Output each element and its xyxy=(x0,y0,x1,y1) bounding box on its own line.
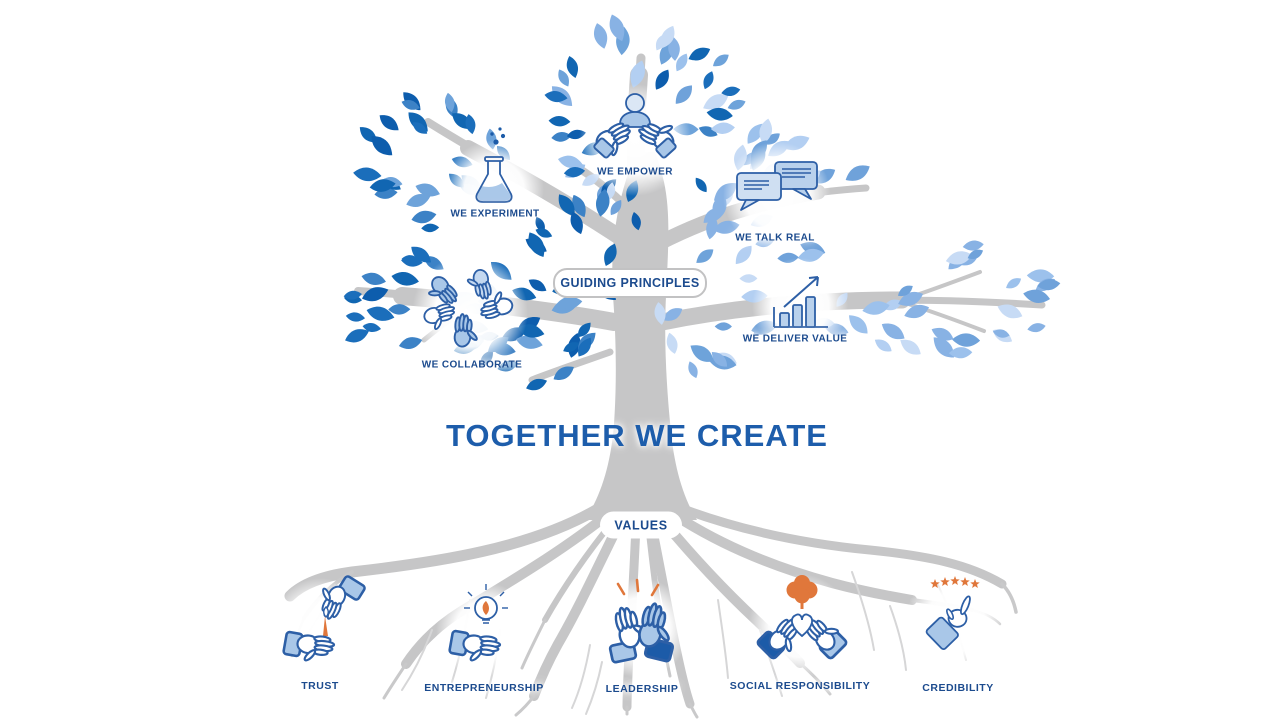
label-we-empower: WE EMPOWER xyxy=(597,166,673,178)
label-we-experiment: WE EXPERIMENT xyxy=(450,208,540,220)
hand-lightbulb-icon xyxy=(447,584,508,666)
label-credibility: CREDIBILITY xyxy=(922,682,994,694)
hand-giving-seed-icon xyxy=(281,574,368,666)
label-we-talk-real: WE TALK REAL xyxy=(735,232,815,244)
label-trust: TRUST xyxy=(301,680,339,692)
tree-trunk xyxy=(585,152,697,520)
bar-chart-arrow-icon xyxy=(773,276,828,328)
values-badge: VALUES xyxy=(600,511,682,539)
page-title: TOGETHER WE CREATE xyxy=(446,418,828,453)
pointing-hand-stars-icon xyxy=(925,576,980,650)
high-five-icon xyxy=(608,578,679,665)
label-we-deliver-value: WE DELIVER VALUE xyxy=(742,333,848,345)
heart-hands-tree-icon xyxy=(755,575,849,661)
label-leadership: LEADERSHIP xyxy=(605,683,679,695)
label-we-collaborate: WE COLLABORATE xyxy=(421,359,523,371)
flask-icon xyxy=(475,127,513,203)
guiding-principles-badge: GUIDING PRINCIPLES xyxy=(553,268,707,298)
hands-holding-person-icon xyxy=(591,93,682,163)
label-social-responsibility: SOCIAL RESPONSIBILITY xyxy=(729,680,871,692)
speech-bubbles-icon xyxy=(736,161,818,211)
label-entrepreneurship: ENTREPRENEURSHIP xyxy=(424,682,544,694)
